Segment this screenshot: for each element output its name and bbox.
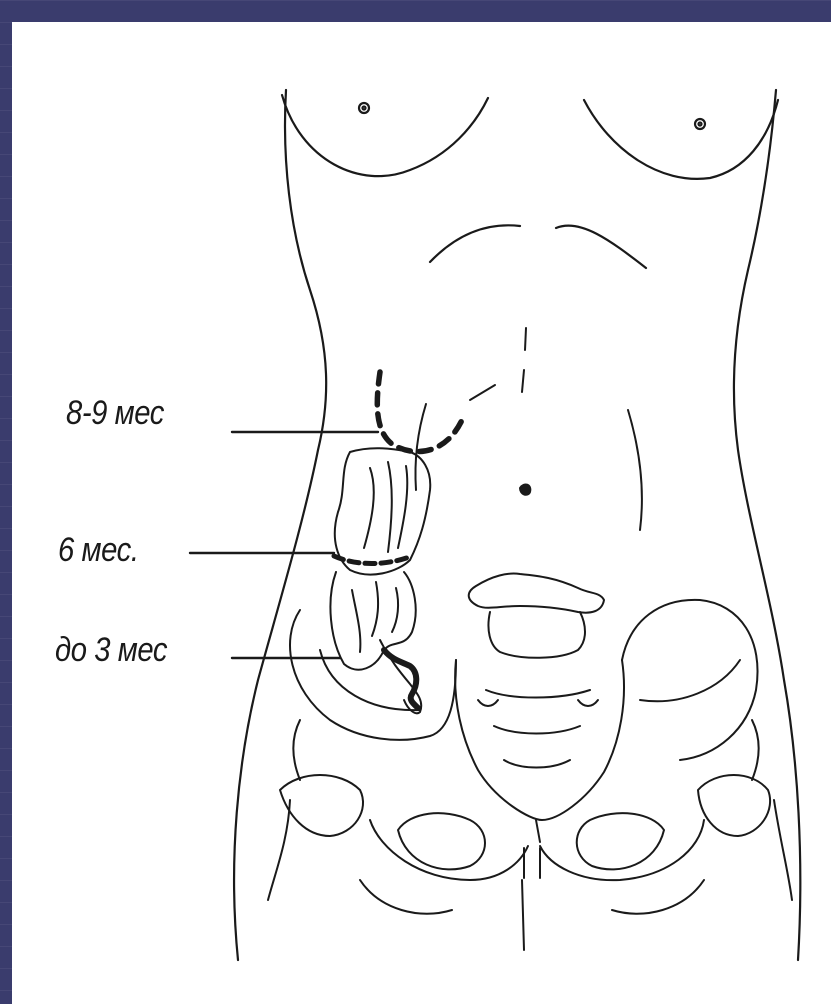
torso-left-contour <box>234 90 326 960</box>
label-6-months: 6 мес. <box>58 531 139 570</box>
torso-outline <box>234 90 800 960</box>
right-nipple-inner <box>699 123 702 126</box>
chest <box>282 95 778 179</box>
genital-line <box>522 880 524 950</box>
left-femur-head <box>268 800 290 900</box>
left-iliac-crest <box>290 610 456 740</box>
left-hip-detail <box>293 720 300 780</box>
right-nipple <box>695 119 705 129</box>
right-breast-contour <box>584 100 778 179</box>
midline-dash-2 <box>522 370 524 392</box>
pelvis <box>268 600 792 950</box>
sacral-ridge-2 <box>494 726 580 734</box>
cecum-fold-4 <box>352 590 360 652</box>
navel <box>520 485 530 495</box>
abdomen-line-right <box>628 410 642 530</box>
sacral-ridge-3 <box>504 760 570 768</box>
rib-arch-left <box>430 225 520 262</box>
cecum-fold-3 <box>398 466 407 548</box>
right-obturator <box>577 813 664 869</box>
cecum-fold-2 <box>388 462 392 552</box>
sacrum-outline <box>455 660 624 820</box>
coccyx <box>536 820 540 842</box>
right-femur-head <box>774 800 792 900</box>
midline-dash-1 <box>525 328 526 350</box>
right-ischium <box>612 880 704 914</box>
rib-arch-right <box>556 226 646 268</box>
sacral-ridge-1 <box>486 690 590 698</box>
torso-right-contour <box>734 90 800 960</box>
rib-arch <box>430 225 646 268</box>
left-obturator <box>398 813 485 869</box>
right-pubic-ring <box>540 820 704 880</box>
cecum-fold-5 <box>372 582 378 636</box>
cecum-fold-1 <box>364 468 374 548</box>
right-iliac-inner <box>640 660 740 701</box>
abdomen-line-left <box>415 404 426 490</box>
pubic-symphysis <box>524 848 540 878</box>
label-8-9-months: 8-9 мес <box>66 394 164 433</box>
right-hip-detail <box>752 720 759 780</box>
midline <box>415 328 641 530</box>
sacral-foramina-2 <box>578 700 598 706</box>
appendix <box>384 650 418 708</box>
midline-dash-3 <box>470 385 495 400</box>
label-up-to-3-months: до 3 мес <box>55 631 167 670</box>
left-hip-socket <box>280 775 363 836</box>
spine-and-sacrum <box>455 574 624 843</box>
left-ischium <box>360 880 452 914</box>
leader-lines <box>190 432 378 658</box>
right-hip-socket <box>698 775 770 836</box>
cecum-fold-6 <box>392 588 398 632</box>
lumbar-vertebra-body <box>488 612 585 658</box>
lumbar-vertebra-top <box>469 574 604 613</box>
cecum-position-6-months <box>334 556 412 564</box>
left-nipple <box>359 103 369 113</box>
left-pubic-ring <box>370 820 528 880</box>
cecum-position-8-9-months <box>377 372 462 452</box>
right-iliac-crest <box>622 600 758 760</box>
sacral-foramina-1 <box>478 700 498 706</box>
cecum-lower-outline <box>330 572 415 670</box>
left-breast-contour <box>282 95 488 176</box>
left-nipple-inner <box>363 107 366 110</box>
